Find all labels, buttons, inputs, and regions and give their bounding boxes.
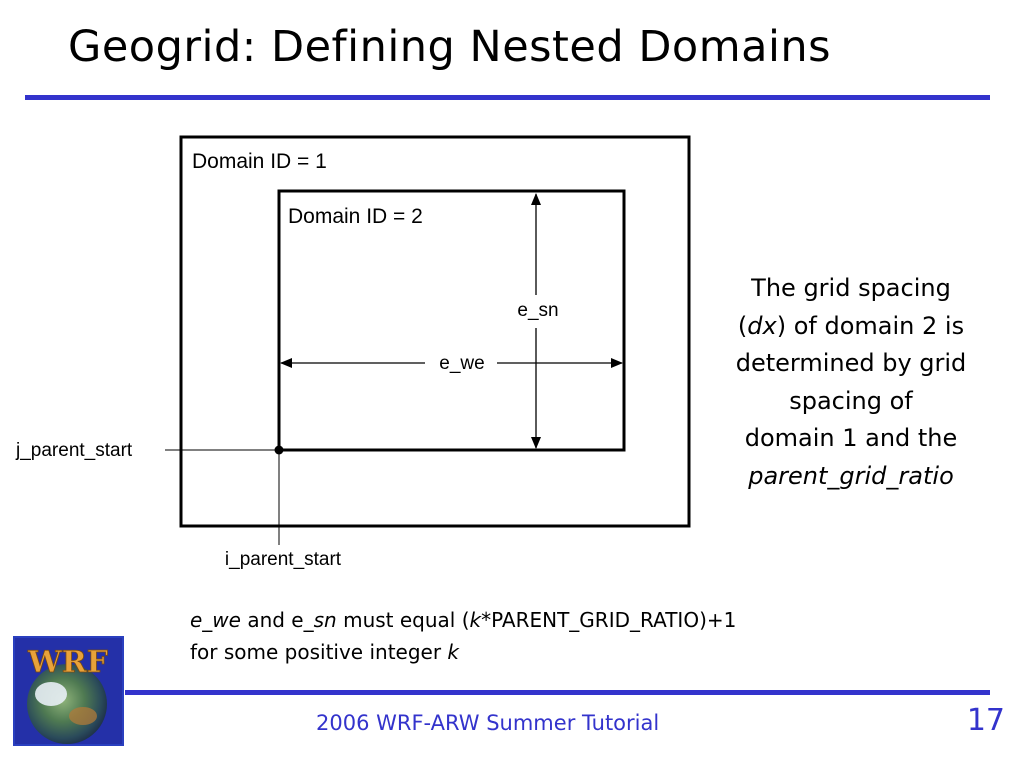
- footer-rule: [125, 690, 990, 695]
- e-we-label: e_we: [439, 353, 484, 374]
- dimension-rule-note: e_we and e_sn must equal (k*PARENT_GRID_…: [190, 604, 736, 668]
- note-line-1: The grid spacing: [751, 274, 951, 302]
- note-line-3: determined by grid: [735, 349, 967, 377]
- rule-and-e: and e_: [240, 608, 314, 632]
- rule-must-equal: must equal (: [336, 608, 470, 632]
- title-underline: [25, 95, 990, 100]
- note-line-2: (dx) of domain 2 is: [700, 308, 1002, 346]
- note-line-2-rest: ) of domain 2 is: [776, 311, 965, 340]
- rule-k: k: [469, 608, 482, 632]
- outer-domain-box: [179, 135, 691, 528]
- j-parent-start-label: j_parent_start: [15, 440, 133, 461]
- note-line-5: domain 1 and the: [744, 424, 958, 452]
- slide-title: Geogrid: Defining Nested Domains: [68, 22, 832, 72]
- logo-cloud: [35, 682, 67, 706]
- note-line-4: spacing of: [789, 386, 913, 415]
- note-line-6: parent_grid_ratio: [700, 458, 1002, 496]
- logo-text: WRF: [27, 645, 108, 680]
- inner-domain-label: Domain ID = 2: [288, 205, 423, 228]
- rule-sn: sn: [313, 608, 337, 632]
- note-dx: dx: [747, 311, 777, 340]
- rule-formula-rest: *PARENT_GRID_RATIO)+1: [481, 608, 737, 632]
- logo-land: [69, 707, 97, 725]
- footer-text: 2006 WRF-ARW Summer Tutorial: [316, 711, 660, 735]
- inner-domain-box: [277, 189, 626, 452]
- note-parent-grid-ratio: parent_grid_ratio: [748, 461, 954, 490]
- rule-e-we: e_we: [190, 608, 241, 632]
- note-open-paren: (: [737, 311, 748, 340]
- e-sn-label: e_sn: [517, 300, 558, 321]
- wrf-globe-logo-icon: WRF: [13, 636, 124, 746]
- i-parent-start-label: i_parent_start: [225, 549, 342, 570]
- rule-k-2: k: [447, 640, 460, 664]
- rule-line-2: for some positive integer k: [190, 636, 736, 668]
- page-number: 17: [966, 703, 1005, 738]
- rule-line-1: e_we and e_sn must equal (k*PARENT_GRID_…: [190, 604, 736, 636]
- grid-spacing-note: The grid spacing (dx) of domain 2 is det…: [700, 270, 1002, 495]
- rule-line-2-text: for some positive integer: [190, 640, 448, 664]
- outer-domain-label: Domain ID = 1: [192, 150, 327, 173]
- parent-start-point: [274, 445, 284, 455]
